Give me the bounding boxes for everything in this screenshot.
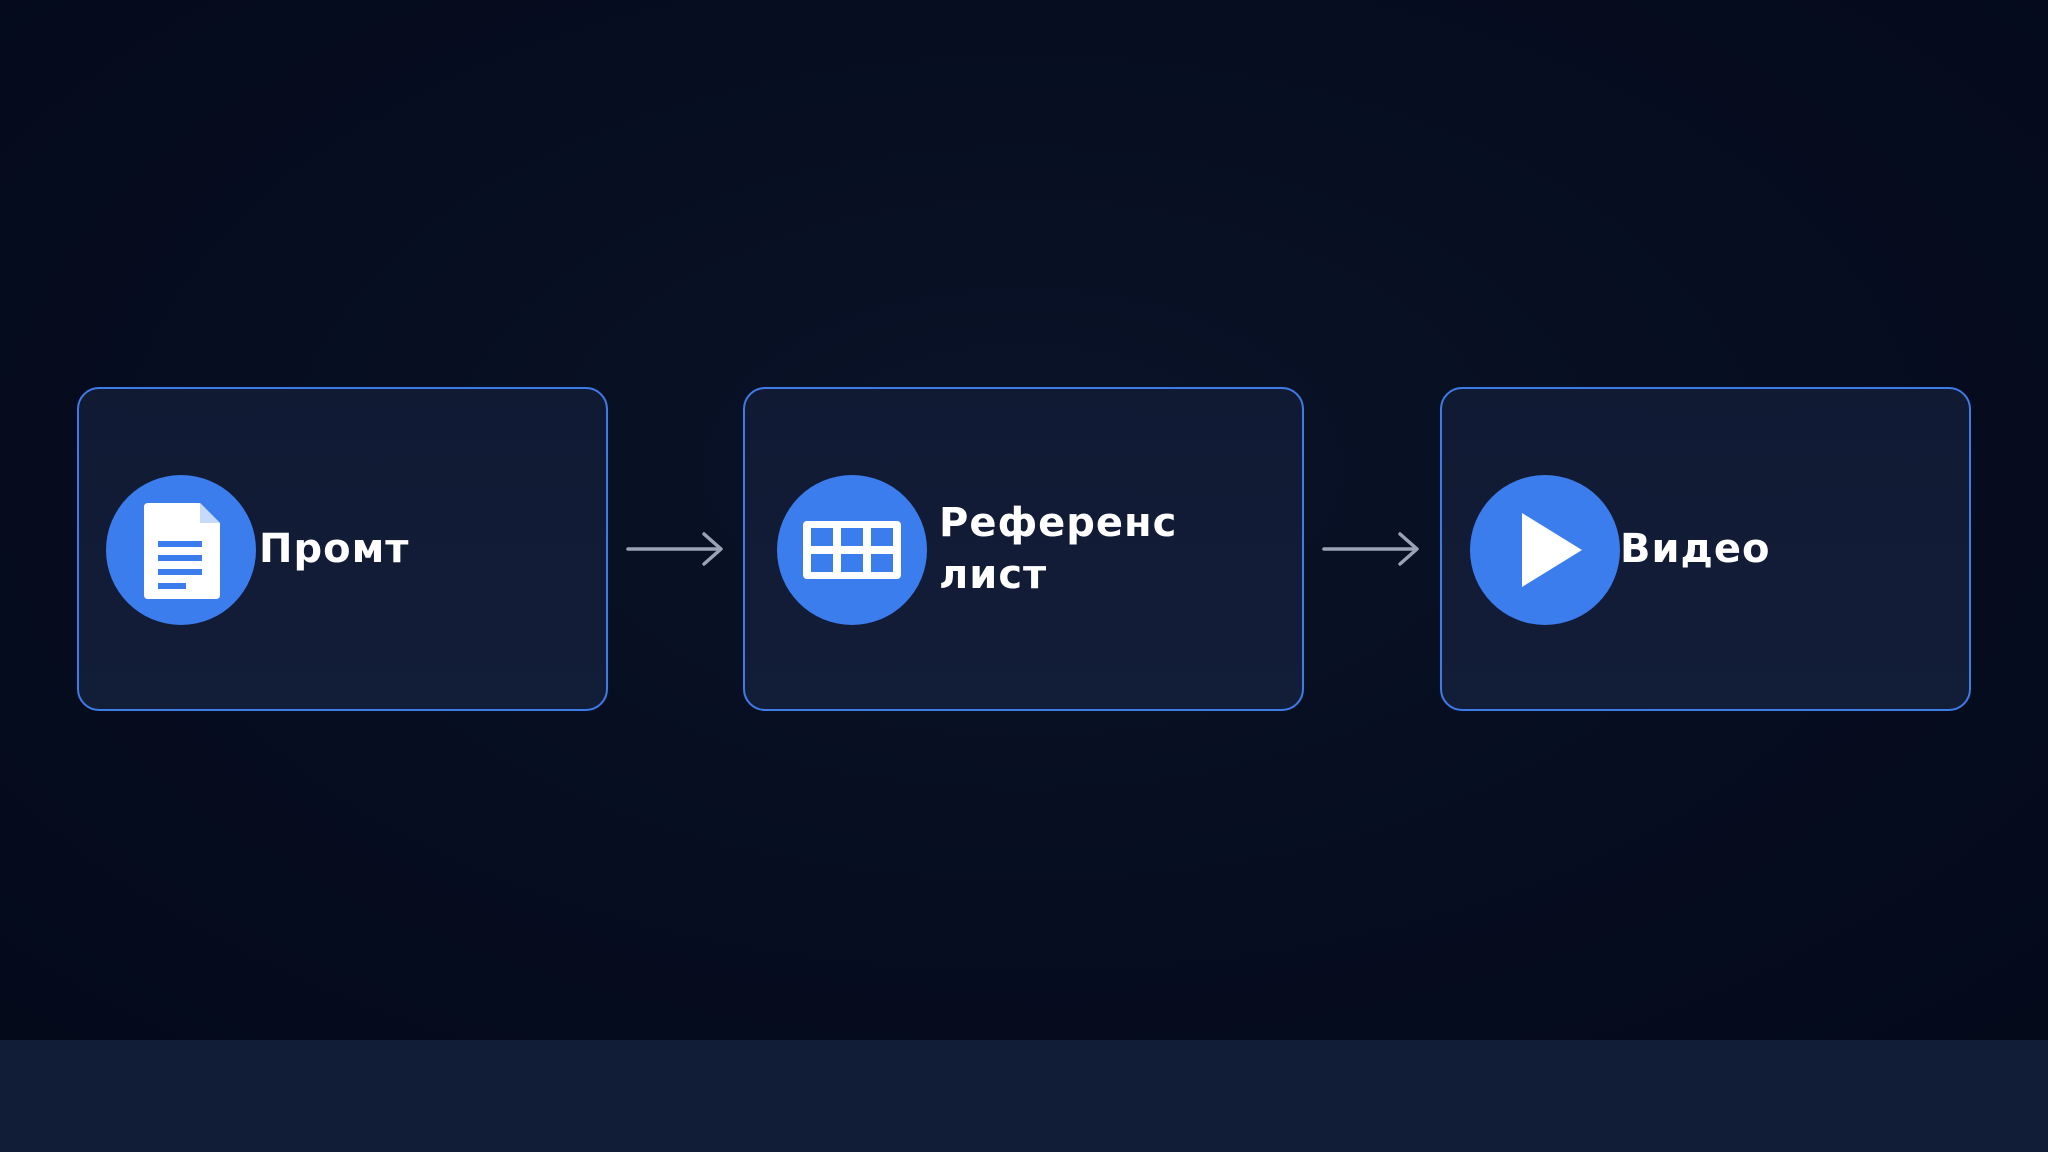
edge-arrow-1	[626, 532, 723, 566]
play-icon	[1522, 513, 1582, 587]
node-reference-sheet: Референс лист	[743, 387, 1304, 711]
node-reference-sheet-icon-circle	[777, 475, 927, 625]
footer-bar	[0, 1040, 2048, 1152]
diagram-canvas: Промт Референс лист Виде	[0, 0, 2048, 1040]
node-video-label: Видео	[1620, 526, 1771, 572]
grid-sheet-icon	[803, 521, 901, 579]
node-prompt-icon-circle	[106, 475, 256, 625]
document-icon	[144, 503, 220, 599]
node-prompt-label: Промт	[259, 526, 410, 572]
node-video: Видео	[1440, 387, 1971, 711]
node-video-icon-circle	[1470, 475, 1620, 625]
node-reference-sheet-label: Референс лист	[939, 500, 1178, 598]
edge-arrow-2	[1322, 532, 1419, 566]
node-prompt: Промт	[77, 387, 608, 711]
